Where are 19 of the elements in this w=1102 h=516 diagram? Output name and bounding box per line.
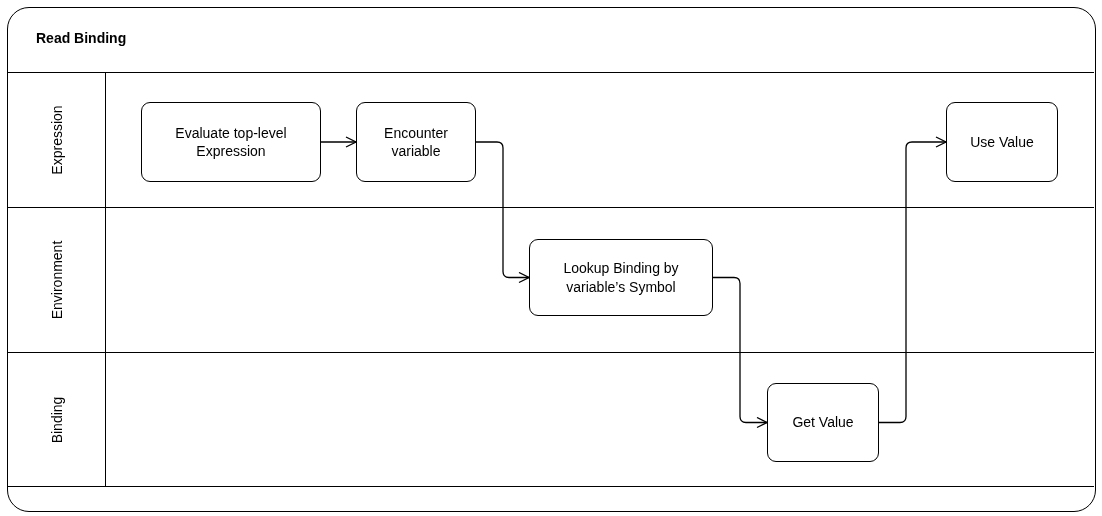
process-label: Evaluate top-level Expression: [174, 123, 288, 161]
arrow: [712, 276, 768, 429]
process-box: [356, 102, 476, 182]
process-label: Use Value: [970, 132, 1034, 152]
lane-label: Binding: [48, 396, 65, 443]
lane-label: Expression: [48, 105, 65, 175]
process-label: Get Value: [792, 413, 854, 432]
process-label: Lookup Binding by variable’s Symbol: [562, 259, 680, 296]
process-box: [946, 102, 1058, 182]
process-box: [141, 102, 321, 182]
process-box: [767, 383, 879, 462]
pool-frame: [7, 7, 1096, 512]
arrow: [475, 141, 530, 284]
lane-label: Environment: [48, 240, 65, 320]
arrow: [878, 136, 947, 424]
process-box: [529, 239, 713, 316]
process-label: Encounter variable: [383, 123, 449, 161]
arrow: [320, 136, 357, 148]
pool-title: Read Binding: [36, 30, 127, 46]
